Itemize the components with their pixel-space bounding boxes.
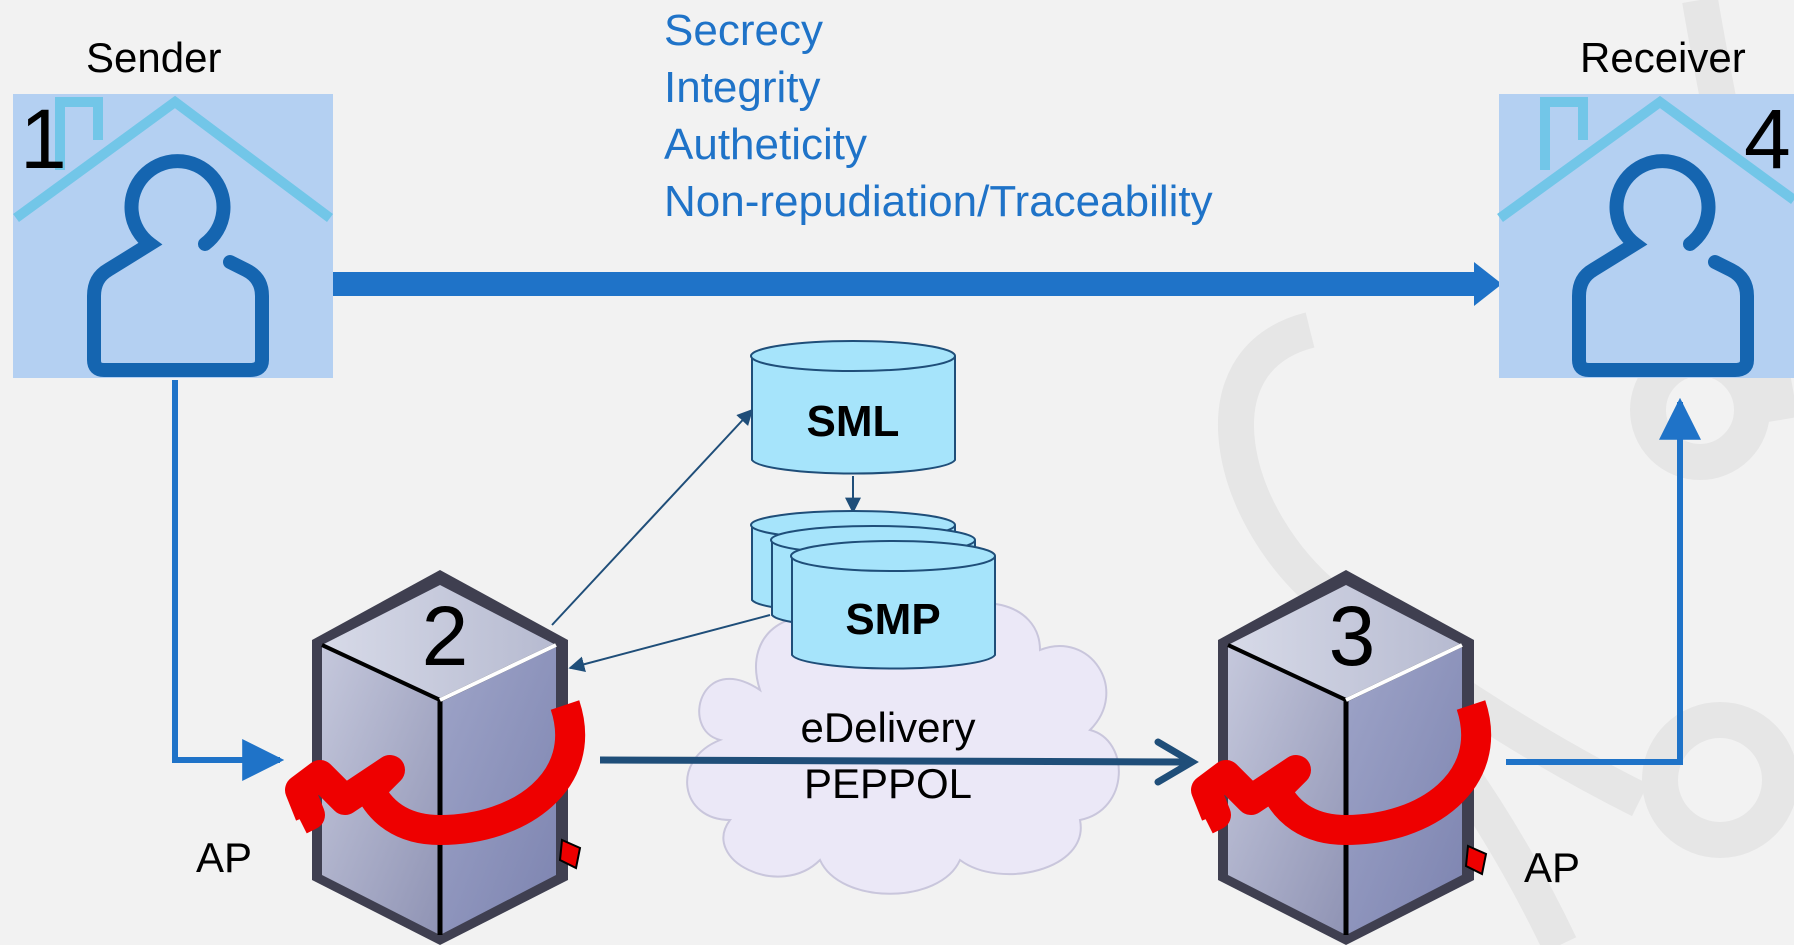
ap-left-label: AP <box>196 834 252 881</box>
network-label-peppol: PEPPOL <box>804 760 972 807</box>
ap-to-sml-arrow <box>551 408 754 626</box>
ap-left-number: 2 <box>422 589 469 683</box>
smp-label: SMP <box>845 595 940 644</box>
person-icon <box>87 154 269 377</box>
sml-label: SML <box>807 397 900 446</box>
security-properties: Secrecy Integrity Autheticity Non-repudi… <box>664 6 1213 226</box>
receiver-number: 4 <box>1744 92 1791 186</box>
ap-right-number: 3 <box>1329 589 1376 683</box>
access-point-right: 3 AP <box>1191 570 1580 945</box>
ap-right-label: AP <box>1524 844 1580 891</box>
end-to-end-arrow <box>332 262 1502 306</box>
house-roof-icon <box>13 95 333 223</box>
smp-database-stack: SMP <box>750 510 996 670</box>
receiver-node: Receiver 4 <box>1497 34 1794 378</box>
ap-to-receiver-connector <box>1506 397 1701 765</box>
network-label-edelivery: eDelivery <box>800 704 975 751</box>
property-secrecy: Secrecy <box>664 6 823 55</box>
access-point-left: 2 AP <box>196 570 586 945</box>
person-icon <box>1572 154 1754 377</box>
sml-database: SML <box>750 340 956 475</box>
smp-to-ap-arrow <box>568 614 771 673</box>
ap-to-ap-arrowhead <box>1154 738 1199 786</box>
sender-to-ap-connector <box>172 380 285 781</box>
receiver-label: Receiver <box>1580 34 1746 81</box>
sender-node: Sender 1 <box>13 34 333 378</box>
ap-to-ap-arrow <box>599 756 1191 766</box>
sender-number: 1 <box>20 92 67 186</box>
sender-tile <box>13 94 333 378</box>
house-roof-icon <box>1497 95 1794 223</box>
sender-label: Sender <box>86 34 221 81</box>
property-non-repudiation: Non-repudiation/Traceability <box>664 177 1213 226</box>
rotation-arrow-icon <box>285 700 586 870</box>
property-integrity: Integrity <box>664 63 821 112</box>
rotation-arrow-icon <box>1191 700 1492 876</box>
property-authenticity: Autheticity <box>664 120 867 169</box>
network-cloud: eDelivery PEPPOL <box>686 590 1120 895</box>
